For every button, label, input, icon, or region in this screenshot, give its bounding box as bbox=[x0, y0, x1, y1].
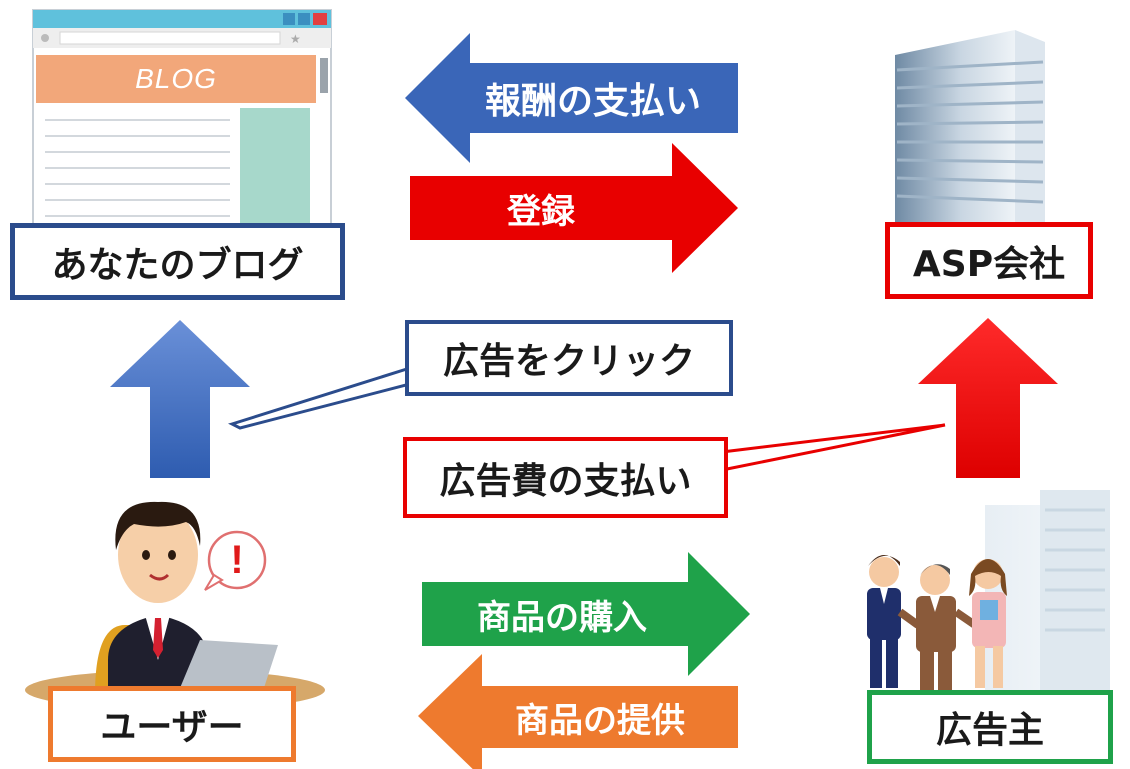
blog-browser-illustration: ★ bbox=[32, 9, 332, 227]
minimize-icon bbox=[283, 13, 295, 25]
asp-building-illustration bbox=[895, 30, 1045, 222]
user-label-box: ユーザー bbox=[48, 686, 296, 762]
register-arrow-label: 登録 bbox=[507, 191, 575, 232]
alert-bubble bbox=[207, 530, 267, 590]
advertiser-label-box: 広告主 bbox=[867, 690, 1113, 764]
red-up-arrow bbox=[918, 318, 1058, 478]
user-illustration bbox=[25, 501, 325, 710]
exclamation-mark: ! bbox=[230, 537, 244, 582]
click-callout-box: 広告をクリック bbox=[405, 320, 733, 396]
adfee-callout-pointer bbox=[720, 423, 946, 472]
asp-label-box: ASP会社 bbox=[885, 222, 1093, 299]
purchase-arrow-label: 商品の購入 bbox=[477, 597, 647, 638]
blog-header-text: BLOG bbox=[135, 63, 217, 94]
reward-arrow-label: 報酬の支払い bbox=[484, 81, 701, 122]
maximize-icon bbox=[298, 13, 310, 25]
provide-arrow-label: 商品の提供 bbox=[515, 700, 685, 741]
home-icon bbox=[41, 34, 49, 42]
provide-arrow bbox=[418, 654, 738, 769]
adfee-callout-box: 広告費の支払い bbox=[403, 437, 728, 518]
register-arrow bbox=[410, 143, 738, 273]
purchase-arrow bbox=[422, 552, 750, 676]
blog-label-box: あなたのブログ bbox=[10, 223, 345, 300]
reward-arrow bbox=[405, 33, 738, 163]
advertiser-people-illustration bbox=[867, 555, 1007, 690]
scrollbar-thumb bbox=[320, 58, 328, 93]
star-icon: ★ bbox=[290, 32, 301, 46]
click-callout-pointer bbox=[228, 365, 412, 430]
blue-up-arrow bbox=[110, 320, 250, 478]
close-icon bbox=[313, 13, 327, 25]
